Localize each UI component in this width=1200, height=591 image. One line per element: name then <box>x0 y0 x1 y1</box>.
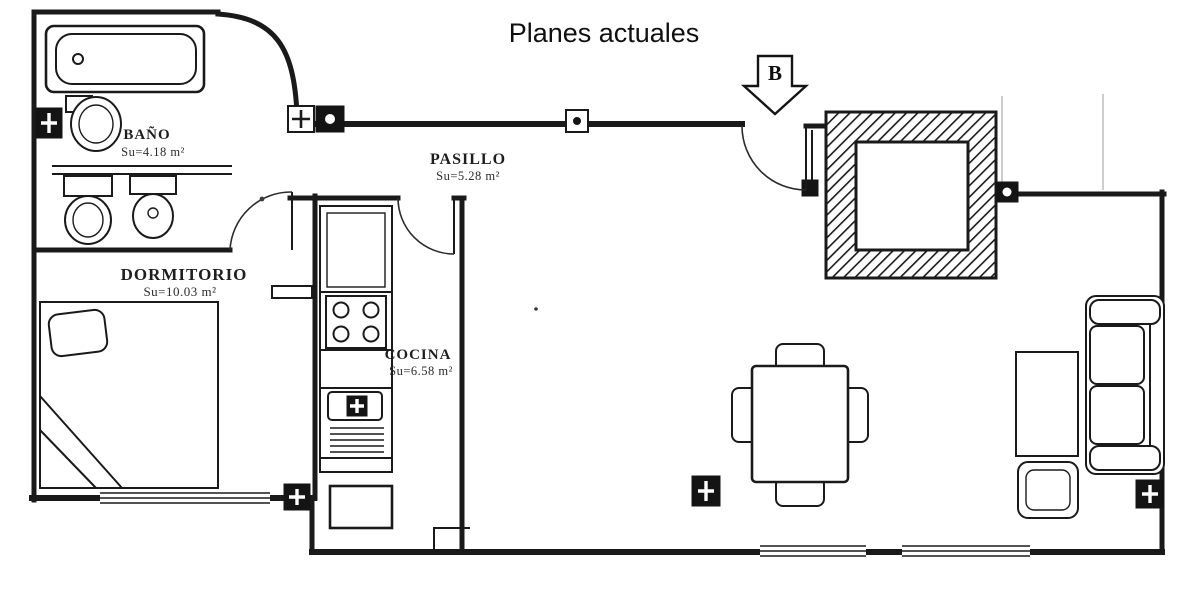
dot-box-icon <box>565 109 589 133</box>
room-area: Su=10.03 m² <box>143 284 216 299</box>
room-name: DORMITORIO <box>121 265 248 284</box>
page-title: Planes actuales <box>509 18 700 48</box>
bed-fold-line <box>39 395 123 489</box>
room-name: COCINA <box>385 347 452 363</box>
sofa-cushion <box>1089 385 1145 445</box>
plus-box-icon <box>1135 479 1165 509</box>
dimension-lines <box>1001 94 1104 190</box>
plus-box-icon <box>283 483 311 511</box>
interior-walls <box>31 130 819 555</box>
room-name: PASILLO <box>430 151 506 168</box>
kitchen-counter <box>319 205 393 473</box>
wall-symbols <box>35 105 1165 511</box>
north-arrow-label: B <box>768 61 782 85</box>
room-name: BAÑO <box>123 125 170 143</box>
wall-left-top <box>31 9 221 503</box>
doors <box>229 125 807 255</box>
bed-fold-line <box>39 429 97 489</box>
plus-box-icon <box>287 105 315 133</box>
plus-box-icon <box>35 107 63 139</box>
wall-bathroom-inner <box>52 165 232 175</box>
scan-speck <box>259 196 265 202</box>
room-label-bano: BAÑO Su=4.18 m² <box>121 125 185 159</box>
room-label-cocina: COCINA Su=6.58 m² <box>385 347 453 378</box>
sofa-cushion <box>1089 325 1145 385</box>
scan-speck <box>534 307 538 311</box>
plus-box-icon <box>691 475 721 507</box>
pillow <box>47 308 109 358</box>
sofa-armrest <box>1089 299 1161 325</box>
room-area: Su=5.28 m² <box>436 169 500 183</box>
dining-table <box>750 364 850 484</box>
bed <box>39 301 219 489</box>
column-mark <box>801 179 819 197</box>
room-area: Su=6.58 m² <box>389 364 453 378</box>
door-bedroom <box>229 191 293 251</box>
dot-box-icon <box>315 105 345 133</box>
washbasin <box>65 95 122 152</box>
windows <box>100 489 1030 562</box>
window-living-1 <box>760 542 866 562</box>
dot-box-icon <box>995 181 1019 203</box>
sofa <box>1085 295 1165 475</box>
stove <box>325 295 387 349</box>
bathtub-drain-icon <box>72 53 84 65</box>
kitchen-sink <box>327 391 384 453</box>
sofa-armrest <box>1089 445 1161 471</box>
wall-pier-bedroom-door <box>271 285 313 299</box>
armchair <box>1017 461 1079 519</box>
kitchen-cabinet <box>326 212 386 288</box>
dining-set <box>731 343 869 507</box>
room-label-pasillo: PASILLO Su=5.28 m² <box>430 151 506 183</box>
sideboard <box>1015 351 1079 457</box>
room-label-dormitorio: DORMITORIO Su=10.03 m² <box>121 265 248 299</box>
elevator-shaft <box>824 110 998 280</box>
window-bedroom <box>100 489 270 507</box>
door-livingroom <box>741 125 807 191</box>
toilet <box>63 175 113 245</box>
north-arrow: B <box>740 54 810 116</box>
bathtub <box>44 24 206 94</box>
drainer-lines <box>330 427 384 453</box>
window-living-2 <box>902 542 1030 562</box>
wall-bottom-notch <box>433 527 470 552</box>
bidet <box>129 175 177 239</box>
wall-curved-entry <box>215 11 300 117</box>
door-kitchen <box>397 197 455 255</box>
room-area: Su=4.18 m² <box>121 145 185 159</box>
washing-machine <box>328 484 394 530</box>
